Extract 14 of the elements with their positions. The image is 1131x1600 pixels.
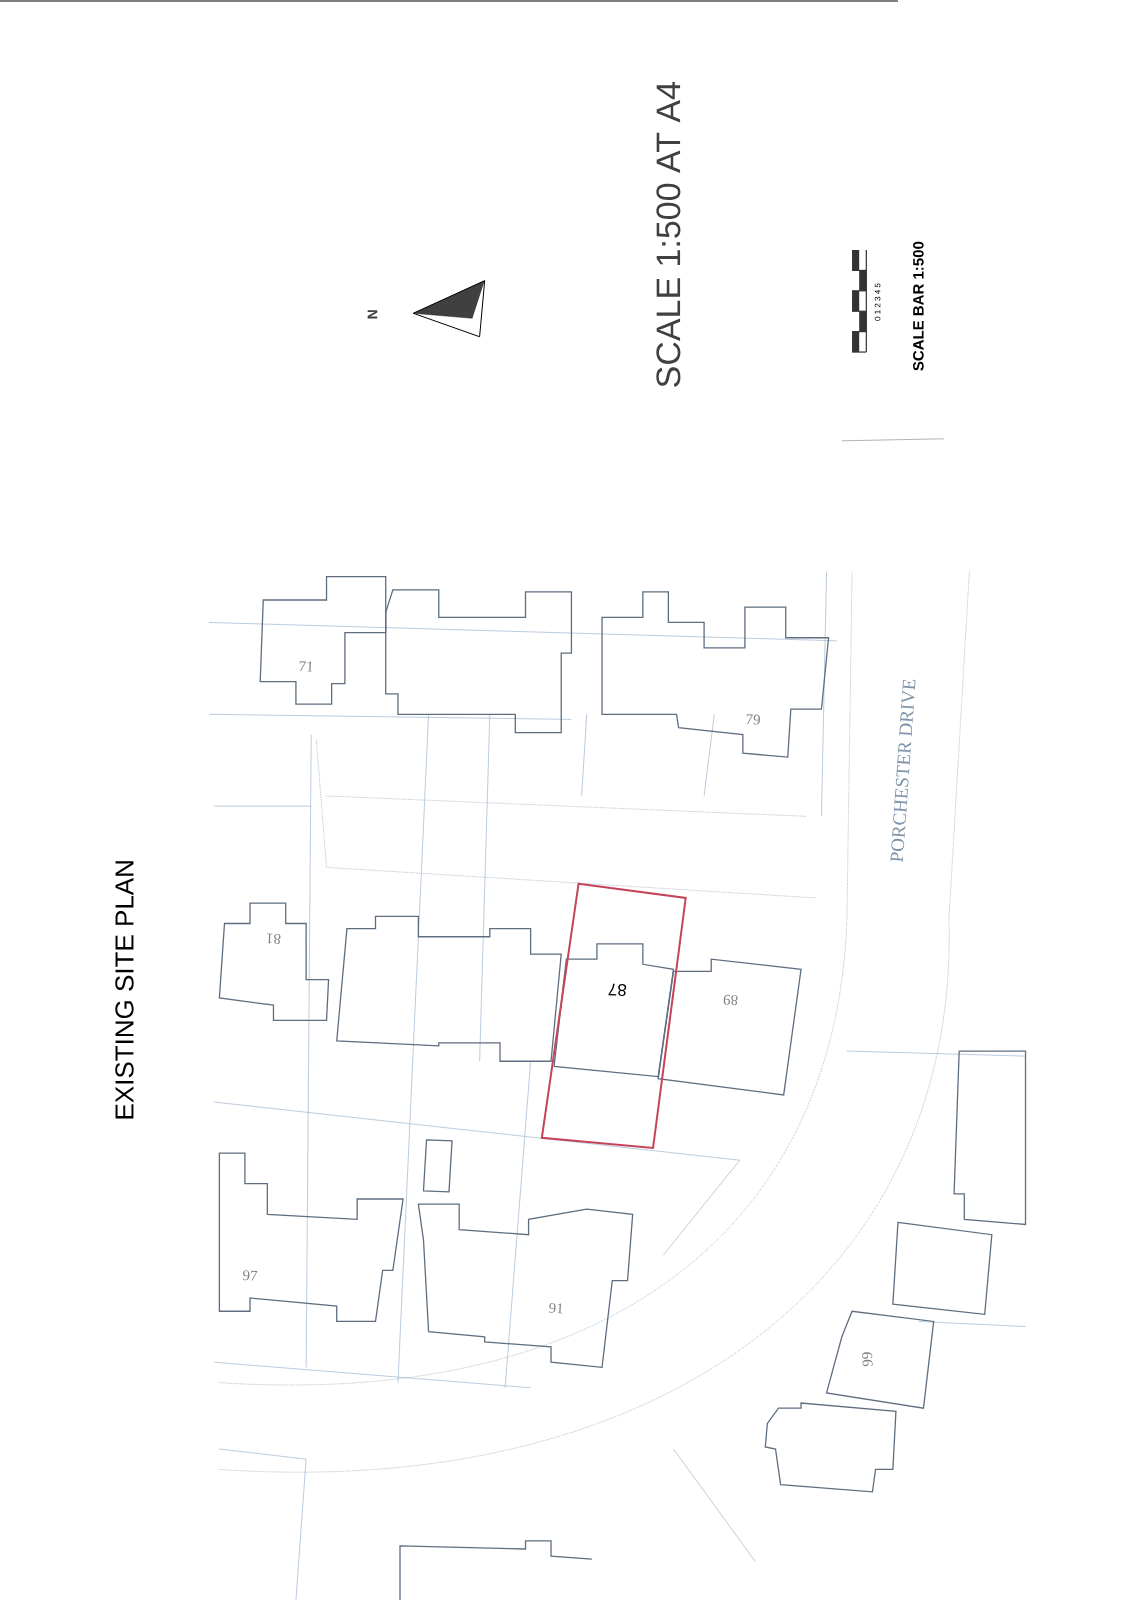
- scale-bar-numbers: 0 1 2 3 4 5: [874, 283, 881, 321]
- scale-note: SCALE 1:500 AT A4: [656, 82, 681, 387]
- house-number: 87: [608, 983, 627, 997]
- scale-bar-label: SCALE BAR 1:500: [913, 241, 924, 371]
- house-number: 91: [549, 1302, 563, 1314]
- house-number: 97: [243, 1270, 258, 1281]
- street-name: PORCHESTER DRIVE: [890, 679, 916, 862]
- house-number: 89: [723, 994, 738, 1006]
- north-label: N: [367, 310, 378, 319]
- house-number: 71: [299, 661, 313, 672]
- title: EXISTING SITE PLAN: [115, 861, 134, 1119]
- house-number: 79: [746, 714, 761, 725]
- house-number: 81: [267, 933, 281, 945]
- house-number: 99: [862, 1352, 873, 1367]
